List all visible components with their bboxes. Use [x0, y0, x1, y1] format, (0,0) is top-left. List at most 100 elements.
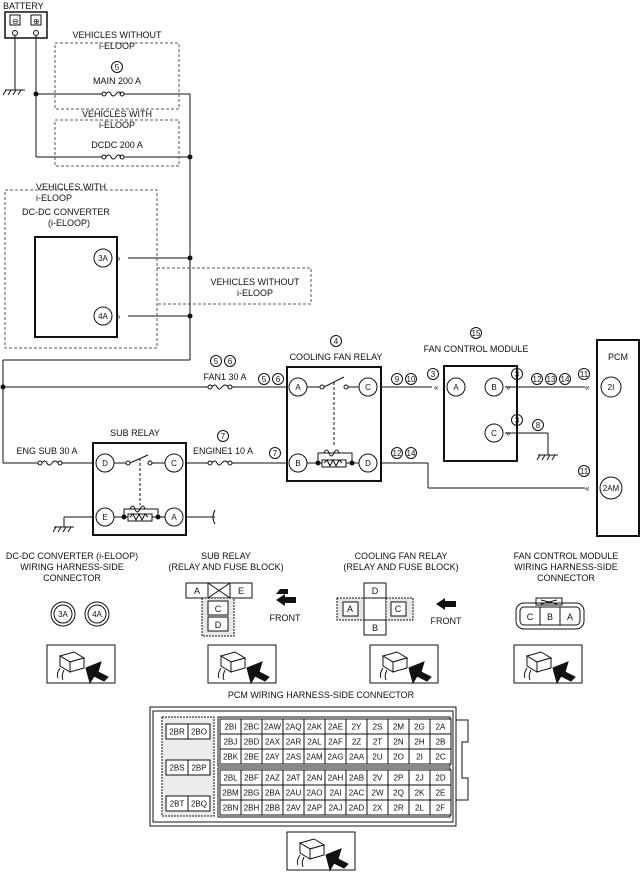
dcdc-converter: DC-DC CONVERTER (i-ELOOP) 3A 4A » »	[22, 207, 121, 338]
battery-ground-icon	[2, 36, 25, 96]
cfr-face-d: D	[372, 586, 379, 596]
fcm-connector-face	[515, 597, 585, 630]
pcm-terminal-label: 2AJ	[329, 804, 343, 813]
pcm-terminal-cell	[187, 795, 211, 812]
fan-control-module: 15 FAN CONTROL MODULE « A B C » » 3 3 8	[424, 327, 544, 462]
svg-text:»: »	[506, 429, 511, 438]
pcm-terminal-label: 2C	[435, 753, 445, 762]
cooling-fan-relay-label: COOLING FAN RELAY	[290, 352, 383, 362]
svg-text:6: 6	[228, 357, 233, 366]
cfr-pin-b: B	[295, 459, 300, 468]
fcm-pin-a: A	[453, 383, 459, 392]
battery-label: BATTERY	[3, 1, 44, 11]
svg-text:WIRING HARNESS-SIDE: WIRING HARNESS-SIDE	[514, 562, 618, 572]
svg-text:14: 14	[561, 375, 570, 384]
svg-text:»: »	[116, 254, 121, 263]
pcm-terminal-label: 2BJ	[224, 738, 238, 747]
svg-text:11: 11	[580, 467, 589, 476]
pcm-terminal-label: 2I	[416, 753, 423, 762]
pcm-terminal-label: 2BR	[169, 728, 185, 737]
pcm-terminal-label: 2Z	[352, 738, 361, 747]
svg-text:DC-DC CONVERTER (i-ELOOP): DC-DC CONVERTER (i-ELOOP)	[6, 551, 138, 561]
pcm-terminal-label: 2G	[414, 723, 425, 732]
option-label: i-ELOOP	[99, 41, 135, 51]
pcm-connector-title: PCM WIRING HARNESS-SIDE CONNECTOR	[228, 690, 415, 700]
pcm-terminal-label: 2BE	[244, 753, 259, 762]
pcm-terminal-label: 2AC	[349, 789, 365, 798]
battery-minus-icon: ⊖	[12, 17, 19, 26]
option-label: VEHICLES WITHOUT	[72, 30, 162, 40]
fuse-dcdc-label: DCDC 200 A	[91, 140, 143, 150]
pcm-terminal-label: 2BP	[191, 764, 206, 773]
sub-relay-face-a: A	[194, 586, 200, 596]
option-label: VEHICLES WITH	[36, 182, 106, 192]
pcm-terminal-label: 2M	[393, 723, 404, 732]
option-regions	[4, 42, 312, 349]
fuse-engsub-label: ENG SUB 30 A	[16, 446, 77, 456]
pcm-terminal-label: 2S	[373, 723, 383, 732]
front-arrow-icon	[436, 598, 456, 610]
svg-text:CONNECTOR: CONNECTOR	[43, 573, 101, 583]
sub-relay-pin-c: C	[171, 459, 177, 468]
pcm-terminal-label: 2AM	[306, 753, 323, 762]
pcm-wire-refs: 12 13 14 11 11	[531, 368, 590, 477]
svg-text:4: 4	[334, 337, 339, 346]
sub-relay-connector-face	[185, 582, 253, 637]
pcm: PCM « 2I « 2AM	[585, 339, 640, 537]
option-label: i-ELOOP	[99, 120, 135, 130]
option-label: i-ELOOP	[237, 288, 273, 298]
fuse-engine1: 7 ENGINE1 10 A 7	[193, 430, 281, 466]
cfr-pin-d: D	[365, 459, 371, 468]
pcm-terminal-label: 2AV	[286, 804, 301, 813]
fuse-engine1-label: ENGINE1 10 A	[193, 446, 253, 456]
pcm-terminal-label: 2U	[372, 753, 382, 762]
cfr-pin-a: A	[295, 383, 301, 392]
sub-relay-pin-e: E	[102, 513, 107, 522]
plug-view-icon	[296, 838, 349, 872]
svg-text:«: «	[585, 383, 590, 392]
option-label: i-ELOOP	[36, 193, 72, 203]
pcm-terminal-label: 2BH	[244, 804, 260, 813]
dcdc-pin-3a: 3A	[98, 254, 108, 263]
pcm-terminal-label: 2BD	[244, 738, 260, 747]
pcm-terminal-label: 2AN	[307, 774, 323, 783]
pcm-terminal-label: 2AO	[306, 789, 322, 798]
svg-text:COOLING FAN RELAY: COOLING FAN RELAY	[355, 551, 448, 561]
pcm-terminal-label: 2BO	[191, 728, 207, 737]
svg-text:9: 9	[395, 375, 400, 384]
pcm-terminal-label: 2BG	[243, 789, 259, 798]
plug-view-icon	[379, 651, 432, 685]
cooling-relay-connector-face	[336, 582, 414, 636]
pcm-terminal-label: 2BL	[223, 774, 238, 783]
pcm-terminal-label: 2K	[415, 789, 425, 798]
fuse-engsub: ENG SUB 30 A	[16, 446, 78, 466]
pcm-terminal-label: 2AA	[349, 753, 365, 762]
fcm-pin-b: B	[491, 383, 496, 392]
pcm-terminal-label: 2H	[414, 738, 424, 747]
option-label: VEHICLES WITH	[82, 109, 152, 119]
option-label: VEHICLES WITHOUT	[210, 277, 300, 287]
svg-text:(RELAY AND FUSE BLOCK): (RELAY AND FUSE BLOCK)	[168, 562, 283, 572]
front-arrow-icon	[276, 594, 296, 606]
pcm-terminal-label: 2AQ	[285, 723, 301, 732]
pcm-pin-2i: 2I	[608, 383, 615, 392]
battery: BATTERY ⊖ ⊕	[3, 1, 48, 39]
pcm-terminal-label: 2BS	[169, 764, 184, 773]
pcm-terminal-cell	[187, 723, 211, 740]
pcm-terminal-label: 2D	[435, 774, 445, 783]
pcm-terminal-label: 2BB	[265, 804, 280, 813]
svg-text:10: 10	[407, 375, 416, 384]
svg-text:7: 7	[273, 449, 278, 458]
cfr-face-a: A	[347, 604, 353, 614]
pcm-terminal-label: 2AD	[349, 804, 365, 813]
pcm-terminal-label: 2W	[372, 789, 384, 798]
pcm-terminal-label: 2BF	[244, 774, 259, 783]
pcm-terminal-cell	[429, 748, 452, 765]
svg-text:WIRING HARNESS-SIDE: WIRING HARNESS-SIDE	[20, 562, 124, 572]
fcm-face-a: A	[567, 612, 573, 622]
fcm-face-c: C	[527, 612, 534, 622]
pcm-pin-2am: 2AM	[603, 484, 620, 493]
pcm-terminal-label: 2BQ	[191, 800, 207, 809]
pcm-terminal-label: 2L	[415, 804, 424, 813]
